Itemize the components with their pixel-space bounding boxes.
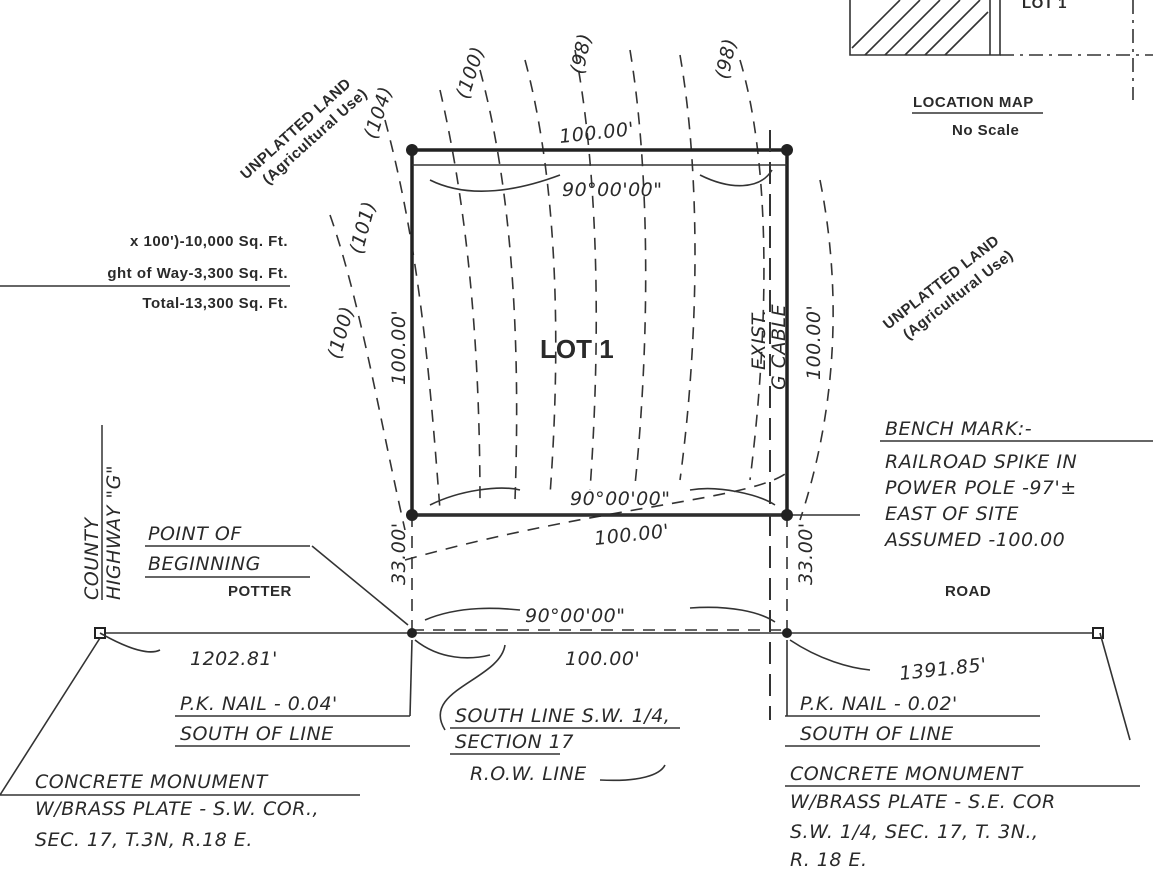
pk-nail-east-line1: P.K. NAIL - 0.02' (800, 693, 958, 715)
contour-label: (98) (711, 36, 741, 81)
point-of-beginning-line2: BEGINNING (148, 553, 261, 575)
lot-bottom-angle: 90°00'00" (570, 488, 671, 510)
bench-mark-line2: RAILROAD SPIKE IN (885, 451, 1077, 473)
location-map-hatch (851, 0, 989, 56)
row-left-distance: 33.00' (388, 522, 410, 585)
monument-east-line3: S.W. 1/4, SEC. 17, T. 3N., (790, 821, 1039, 843)
monument-east-marker (1092, 627, 1104, 639)
monument-west-line3: SEC. 17, T.3N, R.18 E. (35, 829, 253, 851)
contour-label: (100) (452, 44, 489, 102)
row-right-distance: 33.00' (795, 522, 817, 585)
south-line-line3: R.O.W. LINE (470, 763, 587, 785)
monument-east-line2: W/BRASS PLATE - S.E. COR (790, 791, 1056, 813)
contour-lines (329, 49, 834, 561)
exist-cable-line2: G CABLE (768, 304, 790, 390)
contour-label: (101) (346, 199, 381, 256)
pk-nail-east-line2: SOUTH OF LINE (800, 723, 954, 745)
contour-labels: (104) (100) (98) (98) (101) (100) (324, 31, 742, 361)
area-row-lot: x 100')-10,000 Sq. Ft. (130, 233, 288, 250)
county-highway-line2: HIGHWAY "G" (103, 465, 125, 600)
point-of-beginning-line1: POINT OF (148, 523, 242, 545)
bench-mark-line4: EAST OF SITE (885, 503, 1019, 525)
unplatted-west-line1: UNPLATTED LAND (237, 75, 354, 183)
lot-left-distance: 100.00' (388, 310, 410, 385)
pk-nail-west-line2: SOUTH OF LINE (180, 723, 334, 745)
monument-west-line2: W/BRASS PLATE - S.W. COR., (35, 798, 319, 820)
contour-label: (98) (566, 31, 596, 76)
location-map: LOT 1 LOCATION MAP No Scale (849, 0, 1153, 139)
south-line-line2: SECTION 17 (455, 731, 574, 753)
area-row-total: Total-13,300 Sq. Ft. (142, 295, 288, 312)
location-map-scale-note: No Scale (952, 122, 1019, 139)
county-highway-line1: COUNTY (81, 517, 103, 600)
potter-label: POTTER (228, 583, 292, 600)
area-row-right-of-way: ght of Way-3,300 Sq. Ft. (107, 265, 288, 282)
lot-bottom-distance: 100.00' (593, 520, 670, 550)
bench-mark-line1: BENCH MARK:- (885, 418, 1032, 440)
right-of-way-lines (411, 515, 788, 631)
lot-corners (406, 144, 793, 638)
west-distance: 1202.81' (190, 648, 278, 670)
pk-nail-west-line1: P.K. NAIL - 0.04' (180, 693, 338, 715)
angle-arcs (424, 169, 776, 623)
bench-mark-note: BENCH MARK:- RAILROAD SPIKE IN POWER POL… (880, 418, 1153, 551)
monument-east-line4: R. 18 E. (790, 849, 868, 871)
monument-west-line1: CONCRETE MONUMENT (35, 771, 269, 793)
bench-mark-line3: POWER POLE -97'± (885, 477, 1077, 499)
lot-right-distance: 100.00' (803, 305, 825, 380)
lot-top-angle: 90°00'00" (562, 179, 663, 201)
lot-label: LOT 1 (540, 334, 614, 364)
monument-east-line1: CONCRETE MONUMENT (790, 763, 1024, 785)
area-table: x 100')-10,000 Sq. Ft. ght of Way-3,300 … (0, 233, 290, 312)
location-map-title: LOCATION MAP (913, 94, 1034, 111)
bench-mark-line5: ASSUMED -100.00 (883, 529, 1065, 551)
row-bottom-distance: 100.00' (565, 648, 640, 670)
row-bottom-angle: 90°00'00" (525, 605, 626, 627)
south-line-line1: SOUTH LINE S.W. 1/4, (455, 705, 670, 727)
road-label: ROAD (945, 583, 991, 600)
contour-label: (100) (324, 304, 359, 361)
exist-cable-line1: EXIST. (748, 309, 770, 370)
location-map-lot-label: LOT 1 (1022, 0, 1067, 12)
lot-top-distance: 100.00' (558, 118, 635, 148)
east-distance: 1391.85' (898, 654, 988, 685)
lot-boundary (410, 148, 789, 517)
